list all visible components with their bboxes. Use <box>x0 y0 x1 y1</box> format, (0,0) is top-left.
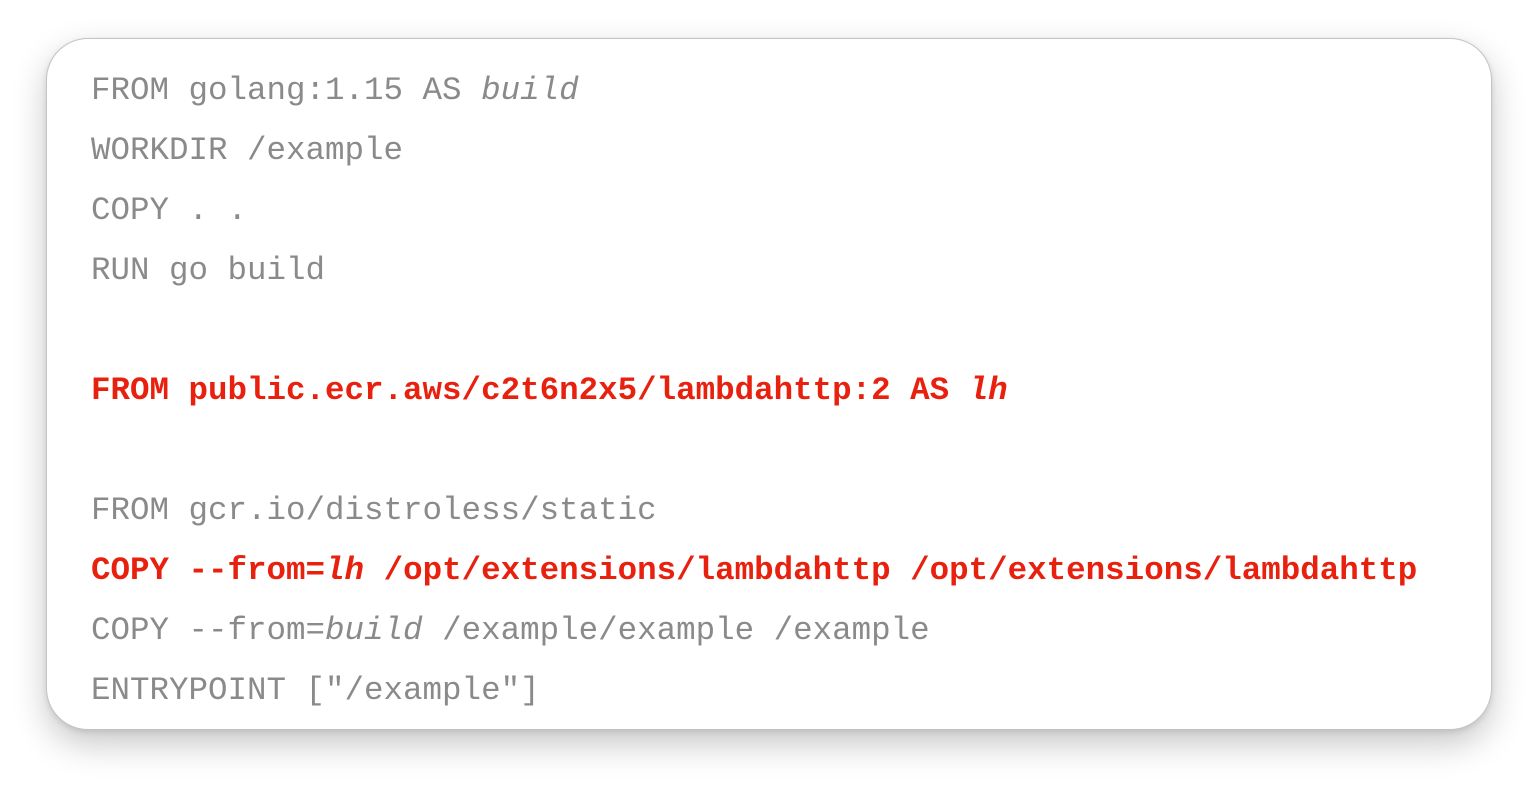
stage-ref-lh: lh <box>325 552 365 589</box>
code-line-copy-from-build: COPY --from=build /example/example /exam… <box>91 612 930 649</box>
code-line-entrypoint: ENTRYPOINT ["/example"] <box>91 672 540 709</box>
stage-name-build: build <box>481 72 579 109</box>
stage-name-lh: lh <box>968 372 1008 409</box>
code-line-from-golang: FROM golang:1.15 AS build <box>91 72 579 109</box>
code-line-copy: COPY . . <box>91 192 248 229</box>
code-line-blank <box>91 421 1417 481</box>
code-line-copy-extension-highlighted: COPY --from=lh /opt/extensions/lambdahtt… <box>91 552 1418 589</box>
code-line-run: RUN go build <box>91 252 326 289</box>
stage-ref-build: build <box>325 612 423 649</box>
code-line-from-lambdahttp-highlighted: FROM public.ecr.aws/c2t6n2x5/lambdahttp:… <box>91 372 1008 409</box>
code-line-workdir: WORKDIR /example <box>91 132 404 169</box>
code-line-from-distroless: FROM gcr.io/distroless/static <box>91 492 657 529</box>
code-line-blank <box>91 301 1417 361</box>
